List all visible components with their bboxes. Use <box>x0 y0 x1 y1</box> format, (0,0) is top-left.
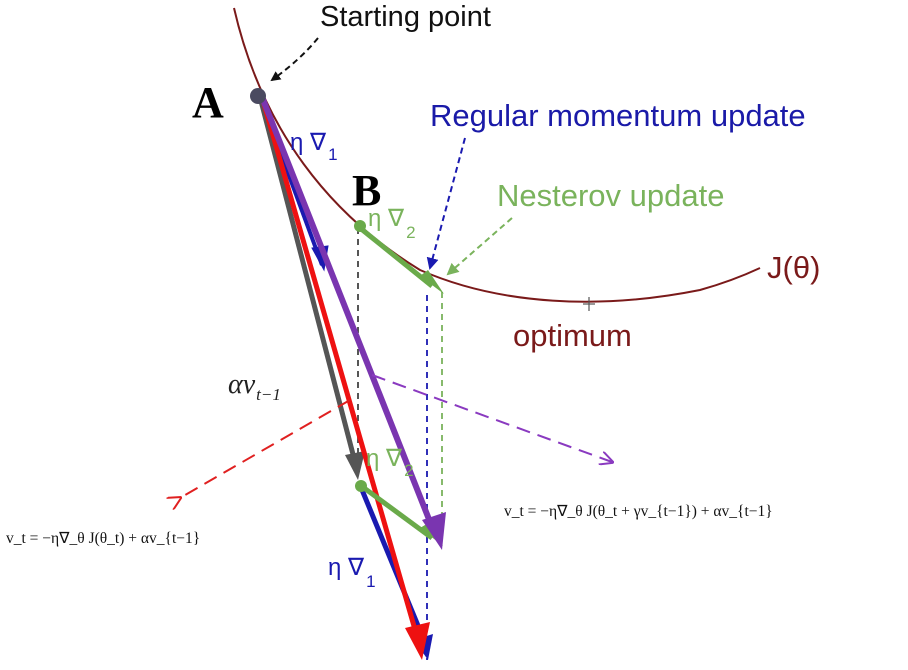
purple-nesterov-arrow <box>259 95 437 534</box>
eta-grad-1-bottom-label: η ∇1 <box>328 554 376 591</box>
red-momentum-arrow <box>259 96 421 641</box>
point-b-label: B <box>352 166 381 215</box>
bottom-junction-dot <box>355 480 367 492</box>
point-b-dot <box>354 220 366 232</box>
nesterov-formula: v_t = −η∇_θ J(θ_t + γv_{t−1}) + αv_{t−1} <box>504 503 773 520</box>
regular-momentum-label: Regular momentum update <box>430 98 806 133</box>
optimum-label: optimum <box>513 318 632 353</box>
point-a-dot <box>250 88 266 104</box>
green-gradient-arrow-top <box>358 226 434 288</box>
cost-function-label: J(θ) <box>767 250 820 285</box>
purple-dashed-pointer <box>371 374 612 462</box>
red-momentum-arrowhead <box>405 622 430 660</box>
eta-grad-2-top-label: η ∇2 <box>368 205 416 242</box>
momentum-pointer-arrow <box>426 137 466 270</box>
momentum-formula: v_t = −η∇_θ J(θ_t) + αv_{t−1} <box>6 530 200 547</box>
nesterov-pointer-arrow <box>446 217 513 276</box>
point-a-label: A <box>192 78 224 127</box>
eta-grad-1-top-label: η ∇1 <box>290 129 338 164</box>
starting-point-label: Starting point <box>320 1 491 33</box>
start-pointer-arrow <box>270 37 319 82</box>
purple-nesterov-arrowhead <box>422 512 446 550</box>
eta-grad-2-bottom-label: η ∇2 <box>366 445 414 480</box>
green-gradient-arrow-bottom <box>358 482 434 541</box>
nesterov-label: Nesterov update <box>497 178 724 213</box>
alpha-v-label: αvt−1 <box>228 369 281 404</box>
gray-momentum-arrowhead <box>345 451 365 480</box>
gray-momentum-arrow <box>257 96 358 463</box>
blue-gradient-arrow-bottom <box>357 484 429 646</box>
cost-curve <box>233 7 761 303</box>
green-gradient-arrowhead-top <box>420 270 444 294</box>
red-dashed-pointer <box>180 399 351 498</box>
